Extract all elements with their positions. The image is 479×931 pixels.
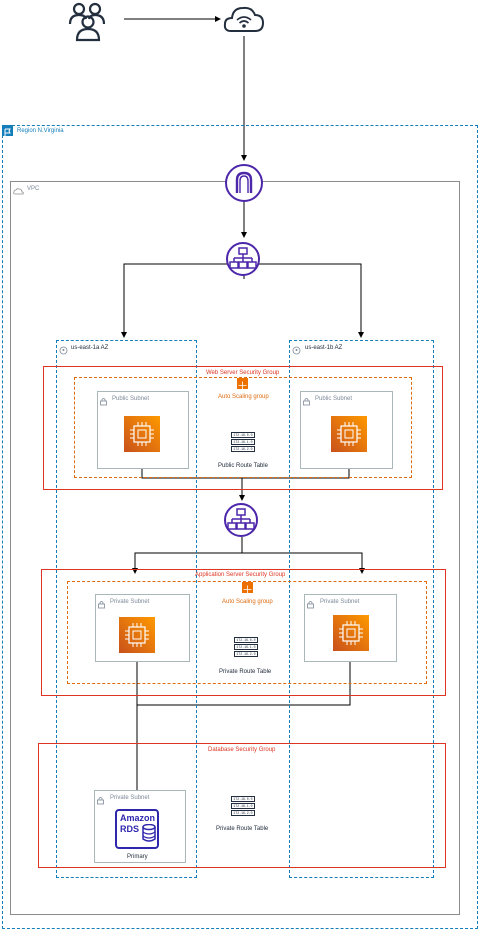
vpc-cloud-icon <box>13 183 24 201</box>
public-subnet-a-label: Public Subnet <box>112 396 150 402</box>
ec2-icon <box>124 416 160 452</box>
app-security-group <box>41 569 446 696</box>
web-auto-scaling-label: Auto Scaling group <box>218 394 269 400</box>
route-entry: 172.16.1.0 <box>231 803 255 809</box>
subnet-lock-icon <box>306 596 315 614</box>
ec2-icon <box>331 416 367 452</box>
subnet-lock-icon <box>96 792 105 810</box>
users-icon <box>68 0 110 47</box>
rds-role-label: Primary <box>127 854 148 860</box>
route-entry: 172.16.0.0 <box>231 796 255 802</box>
route-entry: 172.16.1.0 <box>234 644 258 650</box>
db-security-group-label: Database Security Group <box>208 747 276 753</box>
route-entry: 172.16.0.0 <box>231 432 255 438</box>
db-security-group <box>38 743 446 868</box>
auto-scaling-icon <box>237 378 248 390</box>
public-subnet-b-label: Public Subnet <box>315 396 353 402</box>
private-app-route-table-label: Private Route Table <box>219 669 272 675</box>
private-app-subnet-b-label: Private Subnet <box>320 599 360 605</box>
private-db-route-table-label: Private Route Table <box>216 826 269 832</box>
subnet-lock-icon <box>99 393 108 411</box>
private-db-route-table-icon: 172.16.0.0 172.16.1.0 172.16.2.0 <box>231 796 255 816</box>
internet-gateway-icon <box>225 164 263 202</box>
public-route-table-label: Public Route Table <box>218 463 268 469</box>
web-auto-scaling-group <box>74 377 412 478</box>
vpc-label: VPC <box>27 186 40 192</box>
route-entry: 172.16.2.0 <box>231 810 255 816</box>
app-auto-scaling-group <box>67 581 427 684</box>
rds-icon: Amazon RDS <box>115 809 159 849</box>
subnet-lock-icon <box>97 596 106 614</box>
route-entry: 172.16.1.0 <box>231 439 255 445</box>
ec2-icon <box>333 615 369 651</box>
region-boundary <box>2 125 478 929</box>
region-label: Region N.Virginia <box>17 128 64 134</box>
private-app-subnet-a-label: Private Subnet <box>110 599 150 605</box>
az-1a-label: us-east-1a AZ <box>71 345 109 351</box>
rds-name-line2: RDS <box>120 824 140 834</box>
subnet-lock-icon <box>302 393 311 411</box>
load-balancer-icon <box>226 242 260 276</box>
app-security-group-label: Application Server Security Group <box>195 572 286 578</box>
region-flag-icon <box>2 125 13 136</box>
public-route-table-icon: 172.16.0.0 172.16.1.0 172.16.2.0 <box>231 432 255 452</box>
az-1a <box>56 340 197 878</box>
private-db-subnet-a <box>94 790 186 863</box>
database-cylinder-icon <box>142 824 156 842</box>
private-db-subnet-a-label: Private Subnet <box>110 795 150 801</box>
auto-scaling-icon <box>242 582 253 594</box>
web-security-group <box>43 366 443 490</box>
az-pin-icon <box>292 342 301 360</box>
rds-name-line1: Amazon <box>120 813 156 823</box>
az-pin-icon <box>59 342 68 360</box>
app-auto-scaling-label: Auto Scaling group <box>222 599 273 605</box>
az-1b <box>289 340 434 878</box>
route-entry: 172.16.0.0 <box>234 637 258 643</box>
internet-cloud-icon <box>223 3 265 40</box>
private-app-route-table-icon: 172.16.0.0 172.16.1.0 172.16.2.0 <box>234 637 258 657</box>
route-entry: 172.16.2.0 <box>234 651 258 657</box>
route-entry: 172.16.2.0 <box>231 446 255 452</box>
load-balancer-icon <box>224 503 258 537</box>
ec2-icon <box>119 617 155 653</box>
web-security-group-label: Web Server Security Group <box>206 370 280 376</box>
az-1b-label: us-east-1b AZ <box>305 345 343 351</box>
